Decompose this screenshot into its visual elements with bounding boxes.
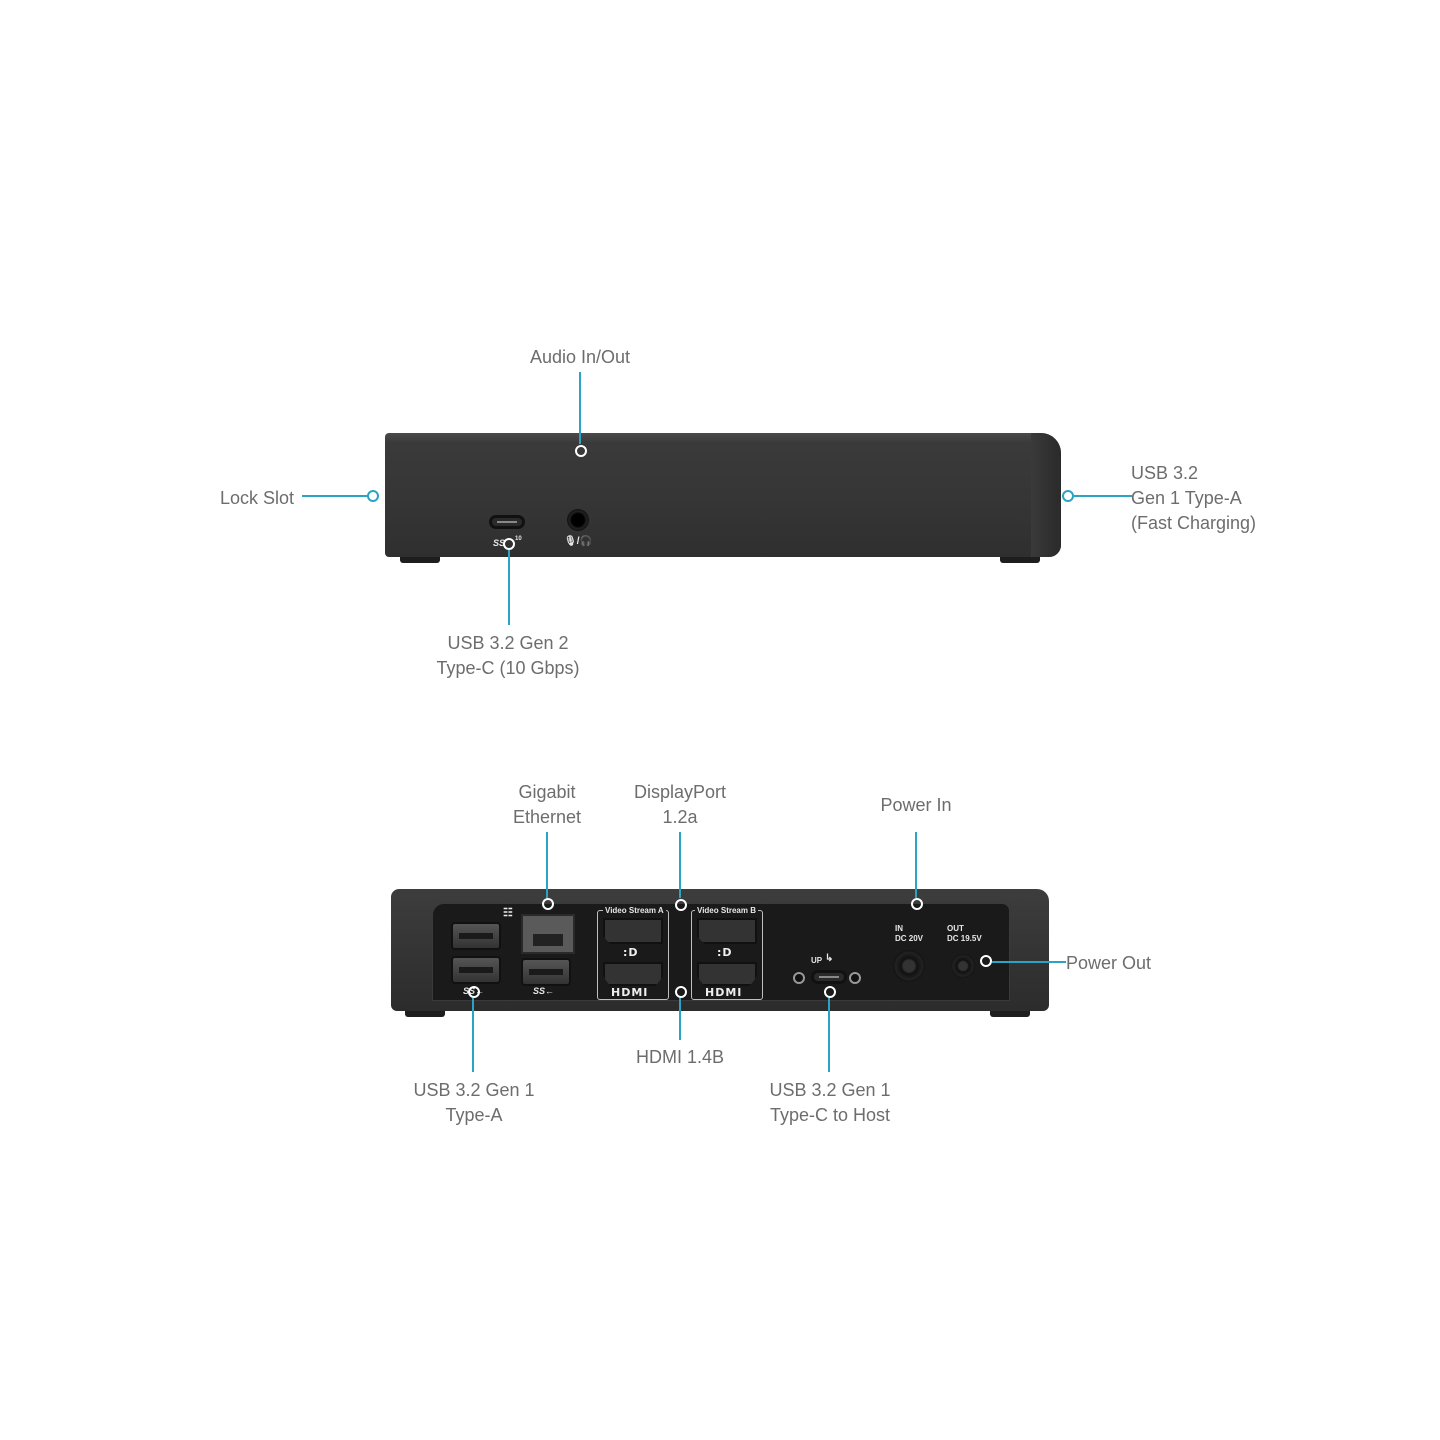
- label-usb-a-fast-2: Gen 1 Type-A: [1131, 488, 1242, 508]
- usb-c-host-port: [811, 970, 847, 984]
- dock-rear-body: SS← ☷ SS← Video Stream A :D HDMI Video S…: [391, 889, 1049, 1011]
- callout-line-usb-c-front: [508, 550, 510, 625]
- callout-line-displayport: [679, 832, 681, 898]
- label-hdmi: HDMI 1.4B: [635, 1047, 725, 1067]
- callout-dot-usb-a-rear: [468, 986, 480, 998]
- callout-line-hdmi: [679, 998, 681, 1040]
- label-usb-c-gen2-2: Type-C (10 Gbps): [436, 658, 580, 678]
- video-stream-a-label: Video Stream A: [603, 906, 666, 916]
- screw-right: [849, 972, 861, 984]
- usb-a-port-2: [451, 956, 501, 984]
- callout-line-usb-c-host: [828, 998, 830, 1072]
- callout-dot-power-out: [980, 955, 992, 967]
- ethernet-port: [521, 914, 575, 954]
- callout-dot-audio: [575, 445, 587, 457]
- power-out-jack: [951, 954, 975, 978]
- hdmi-a: [603, 962, 663, 986]
- hdmi-logo-a: HDMI: [611, 986, 649, 999]
- usb-a-port-3: [521, 958, 571, 986]
- up-label: UP: [811, 956, 823, 965]
- screw-left: [793, 972, 805, 984]
- dock-foot-left: [405, 1011, 445, 1017]
- dock-foot-left: [400, 557, 440, 563]
- callout-line-ethernet: [546, 832, 548, 898]
- callout-line-power-out: [992, 961, 1066, 963]
- out-label: OUT: [947, 924, 964, 933]
- callout-line-lock-slot: [302, 495, 368, 497]
- callout-dot-hdmi: [675, 986, 687, 998]
- label-usb-a-rear-1: USB 3.2 Gen 1: [413, 1080, 535, 1100]
- displayport-b: [697, 918, 757, 944]
- rear-port-panel: SS← ☷ SS← Video Stream A :D HDMI Video S…: [432, 903, 1010, 1001]
- callout-dot-usb-a-fast: [1062, 490, 1074, 502]
- callout-dot-ethernet: [542, 898, 554, 910]
- dp-logo-a: :D: [623, 946, 639, 959]
- usb-a-port-1: [451, 922, 501, 950]
- dock-foot-right: [990, 1011, 1030, 1017]
- hdmi-logo-b: HDMI: [705, 986, 743, 999]
- mic-headset-icon: 🎙/🎧: [564, 536, 592, 547]
- label-lock-slot: Lock Slot: [220, 488, 295, 508]
- dock-front-body: SS 10 🎙/🎧: [385, 433, 1061, 557]
- label-displayport-1: DisplayPort: [633, 782, 727, 802]
- label-usb-c-host-2: Type-C to Host: [769, 1105, 891, 1125]
- label-usb-a-fast-1: USB 3.2: [1131, 463, 1199, 483]
- dock-front-right-cap: [1031, 433, 1061, 557]
- label-usb-a-rear-2: Type-A: [445, 1105, 503, 1125]
- callout-dot-lock-slot: [367, 490, 379, 502]
- dock-foot-right: [1000, 557, 1040, 563]
- network-icon: ☷: [503, 907, 513, 919]
- usb-speed-mark: 10: [515, 536, 522, 542]
- callout-dot-usb-c-host: [824, 986, 836, 998]
- label-usb-c-host-1: USB 3.2 Gen 1: [769, 1080, 891, 1100]
- label-ethernet-1: Gigabit: [518, 782, 576, 802]
- host-icon: ↳: [825, 953, 834, 964]
- out-voltage: DC 19.5V: [947, 934, 982, 943]
- hdmi-b: [697, 962, 757, 986]
- usb-ss-logo-2: SS←: [533, 986, 555, 996]
- callout-line-usb-a-fast: [1074, 495, 1132, 497]
- video-stream-b-label: Video Stream B: [695, 906, 758, 916]
- callout-line-audio: [579, 372, 581, 444]
- in-label: IN: [895, 924, 903, 933]
- label-usb-a-fast-3: (Fast Charging): [1131, 513, 1257, 533]
- usb-ss-logo: SS: [493, 538, 506, 548]
- label-power-in: Power In: [880, 795, 952, 815]
- callout-line-power-in: [915, 832, 917, 898]
- power-in-jack: [893, 950, 925, 982]
- audio-jack: [567, 509, 589, 531]
- callout-dot-displayport: [675, 899, 687, 911]
- callout-line-usb-a-rear: [472, 998, 474, 1072]
- dp-logo-b: :D: [717, 946, 733, 959]
- label-power-out: Power Out: [1066, 953, 1152, 973]
- label-audio-in-out: Audio In/Out: [529, 347, 631, 367]
- label-ethernet-2: Ethernet: [512, 807, 582, 827]
- usb-c-port-front: [489, 515, 525, 529]
- label-usb-c-gen2-1: USB 3.2 Gen 2: [447, 633, 569, 653]
- callout-dot-usb-c-front: [503, 538, 515, 550]
- label-displayport-2: 1.2a: [662, 807, 698, 827]
- displayport-a: [603, 918, 663, 944]
- callout-dot-power-in: [911, 898, 923, 910]
- in-voltage: DC 20V: [895, 934, 924, 943]
